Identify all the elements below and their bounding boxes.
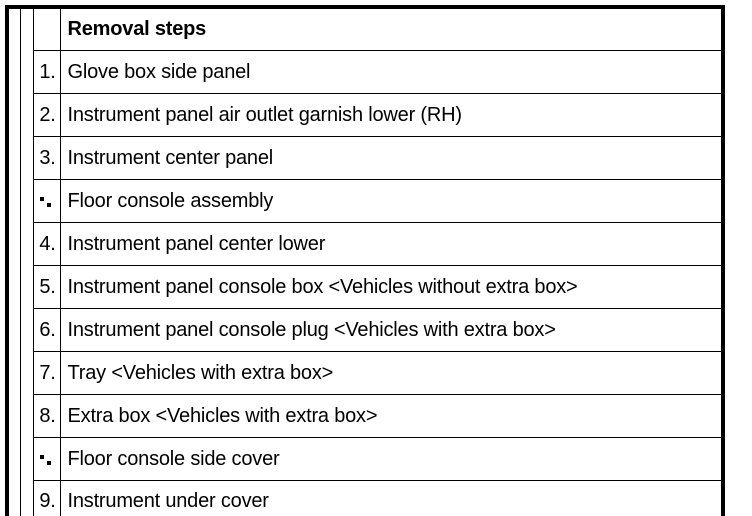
- removal-steps-table: Removal steps 1. Glove box side panel 2.…: [5, 5, 725, 516]
- step-number-cell: 4.: [32, 221, 61, 266]
- header-number-cell: [32, 6, 61, 51]
- row-spacer-cell-a: [6, 50, 21, 93]
- table-row: 9. Instrument under cover: [6, 479, 724, 516]
- step-text-cell: Floor console side cover: [59, 436, 724, 481]
- row-spacer-cell-a: [6, 351, 21, 394]
- step-number-cell: 8.: [32, 393, 61, 438]
- row-spacer-cell-b: [19, 308, 34, 351]
- table-row: 1. Glove box side panel: [6, 49, 724, 94]
- row-spacer-cell-a: [6, 93, 21, 136]
- step-text-cell: Instrument panel air outlet garnish lowe…: [59, 92, 724, 137]
- table-row: Floor console side cover: [6, 436, 724, 481]
- table-body: Removal steps 1. Glove box side panel 2.…: [6, 6, 724, 516]
- step-number-cell: 1.: [32, 49, 61, 94]
- step-marker-cell: [32, 436, 61, 481]
- row-spacer-cell-a: [6, 179, 21, 222]
- row-spacer-cell-b: [19, 222, 34, 265]
- table-row: 3. Instrument center panel: [6, 135, 724, 180]
- table-row: 5. Instrument panel console box <Vehicle…: [6, 264, 724, 309]
- step-text-cell: Instrument under cover: [59, 479, 724, 516]
- step-text-cell: Extra box <Vehicles with extra box>: [59, 393, 724, 438]
- two-dot-marker-icon: [38, 191, 56, 211]
- step-text-cell: Floor console assembly: [59, 178, 724, 223]
- row-spacer-cell-a: [6, 480, 21, 516]
- header-spacer-cell-a: [6, 7, 21, 50]
- step-number-cell: 2.: [32, 92, 61, 137]
- row-spacer-cell-b: [19, 265, 34, 308]
- row-spacer-cell-b: [19, 93, 34, 136]
- step-number-cell: 9.: [32, 479, 61, 516]
- table-row: 8. Extra box <Vehicles with extra box>: [6, 393, 724, 438]
- table-row: Floor console assembly: [6, 178, 724, 223]
- table-header-row: Removal steps: [6, 6, 724, 51]
- step-marker-cell: [32, 178, 61, 223]
- row-spacer-cell-a: [6, 394, 21, 437]
- row-spacer-cell-b: [19, 136, 34, 179]
- step-text-cell: Instrument center panel: [59, 135, 724, 180]
- two-dot-marker-icon: [38, 449, 56, 469]
- step-number-cell: 6.: [32, 307, 61, 352]
- row-spacer-cell-b: [19, 179, 34, 222]
- row-spacer-cell-b: [19, 50, 34, 93]
- row-spacer-cell-b: [19, 394, 34, 437]
- step-text-cell: Tray <Vehicles with extra box>: [59, 350, 724, 395]
- row-spacer-cell-a: [6, 136, 21, 179]
- table-row: 2. Instrument panel air outlet garnish l…: [6, 92, 724, 137]
- row-spacer-cell-b: [19, 437, 34, 480]
- row-spacer-cell-b: [19, 351, 34, 394]
- row-spacer-cell-b: [19, 480, 34, 516]
- row-spacer-cell-a: [6, 265, 21, 308]
- step-text-cell: Instrument panel console box <Vehicles w…: [59, 264, 724, 309]
- step-number-cell: 3.: [32, 135, 61, 180]
- table-row: 4. Instrument panel center lower: [6, 221, 724, 266]
- step-text-cell: Instrument panel center lower: [59, 221, 724, 266]
- step-number-cell: 5.: [32, 264, 61, 309]
- step-text-cell: Glove box side panel: [59, 49, 724, 94]
- step-number-cell: 7.: [32, 350, 61, 395]
- row-spacer-cell-a: [6, 437, 21, 480]
- row-spacer-cell-a: [6, 308, 21, 351]
- header-title-cell: Removal steps: [59, 6, 724, 51]
- step-text-cell: Instrument panel console plug <Vehicles …: [59, 307, 724, 352]
- table-row: 6. Instrument panel console plug <Vehicl…: [6, 307, 724, 352]
- table-row: 7. Tray <Vehicles with extra box>: [6, 350, 724, 395]
- row-spacer-cell-a: [6, 222, 21, 265]
- header-spacer-cell-b: [19, 7, 34, 50]
